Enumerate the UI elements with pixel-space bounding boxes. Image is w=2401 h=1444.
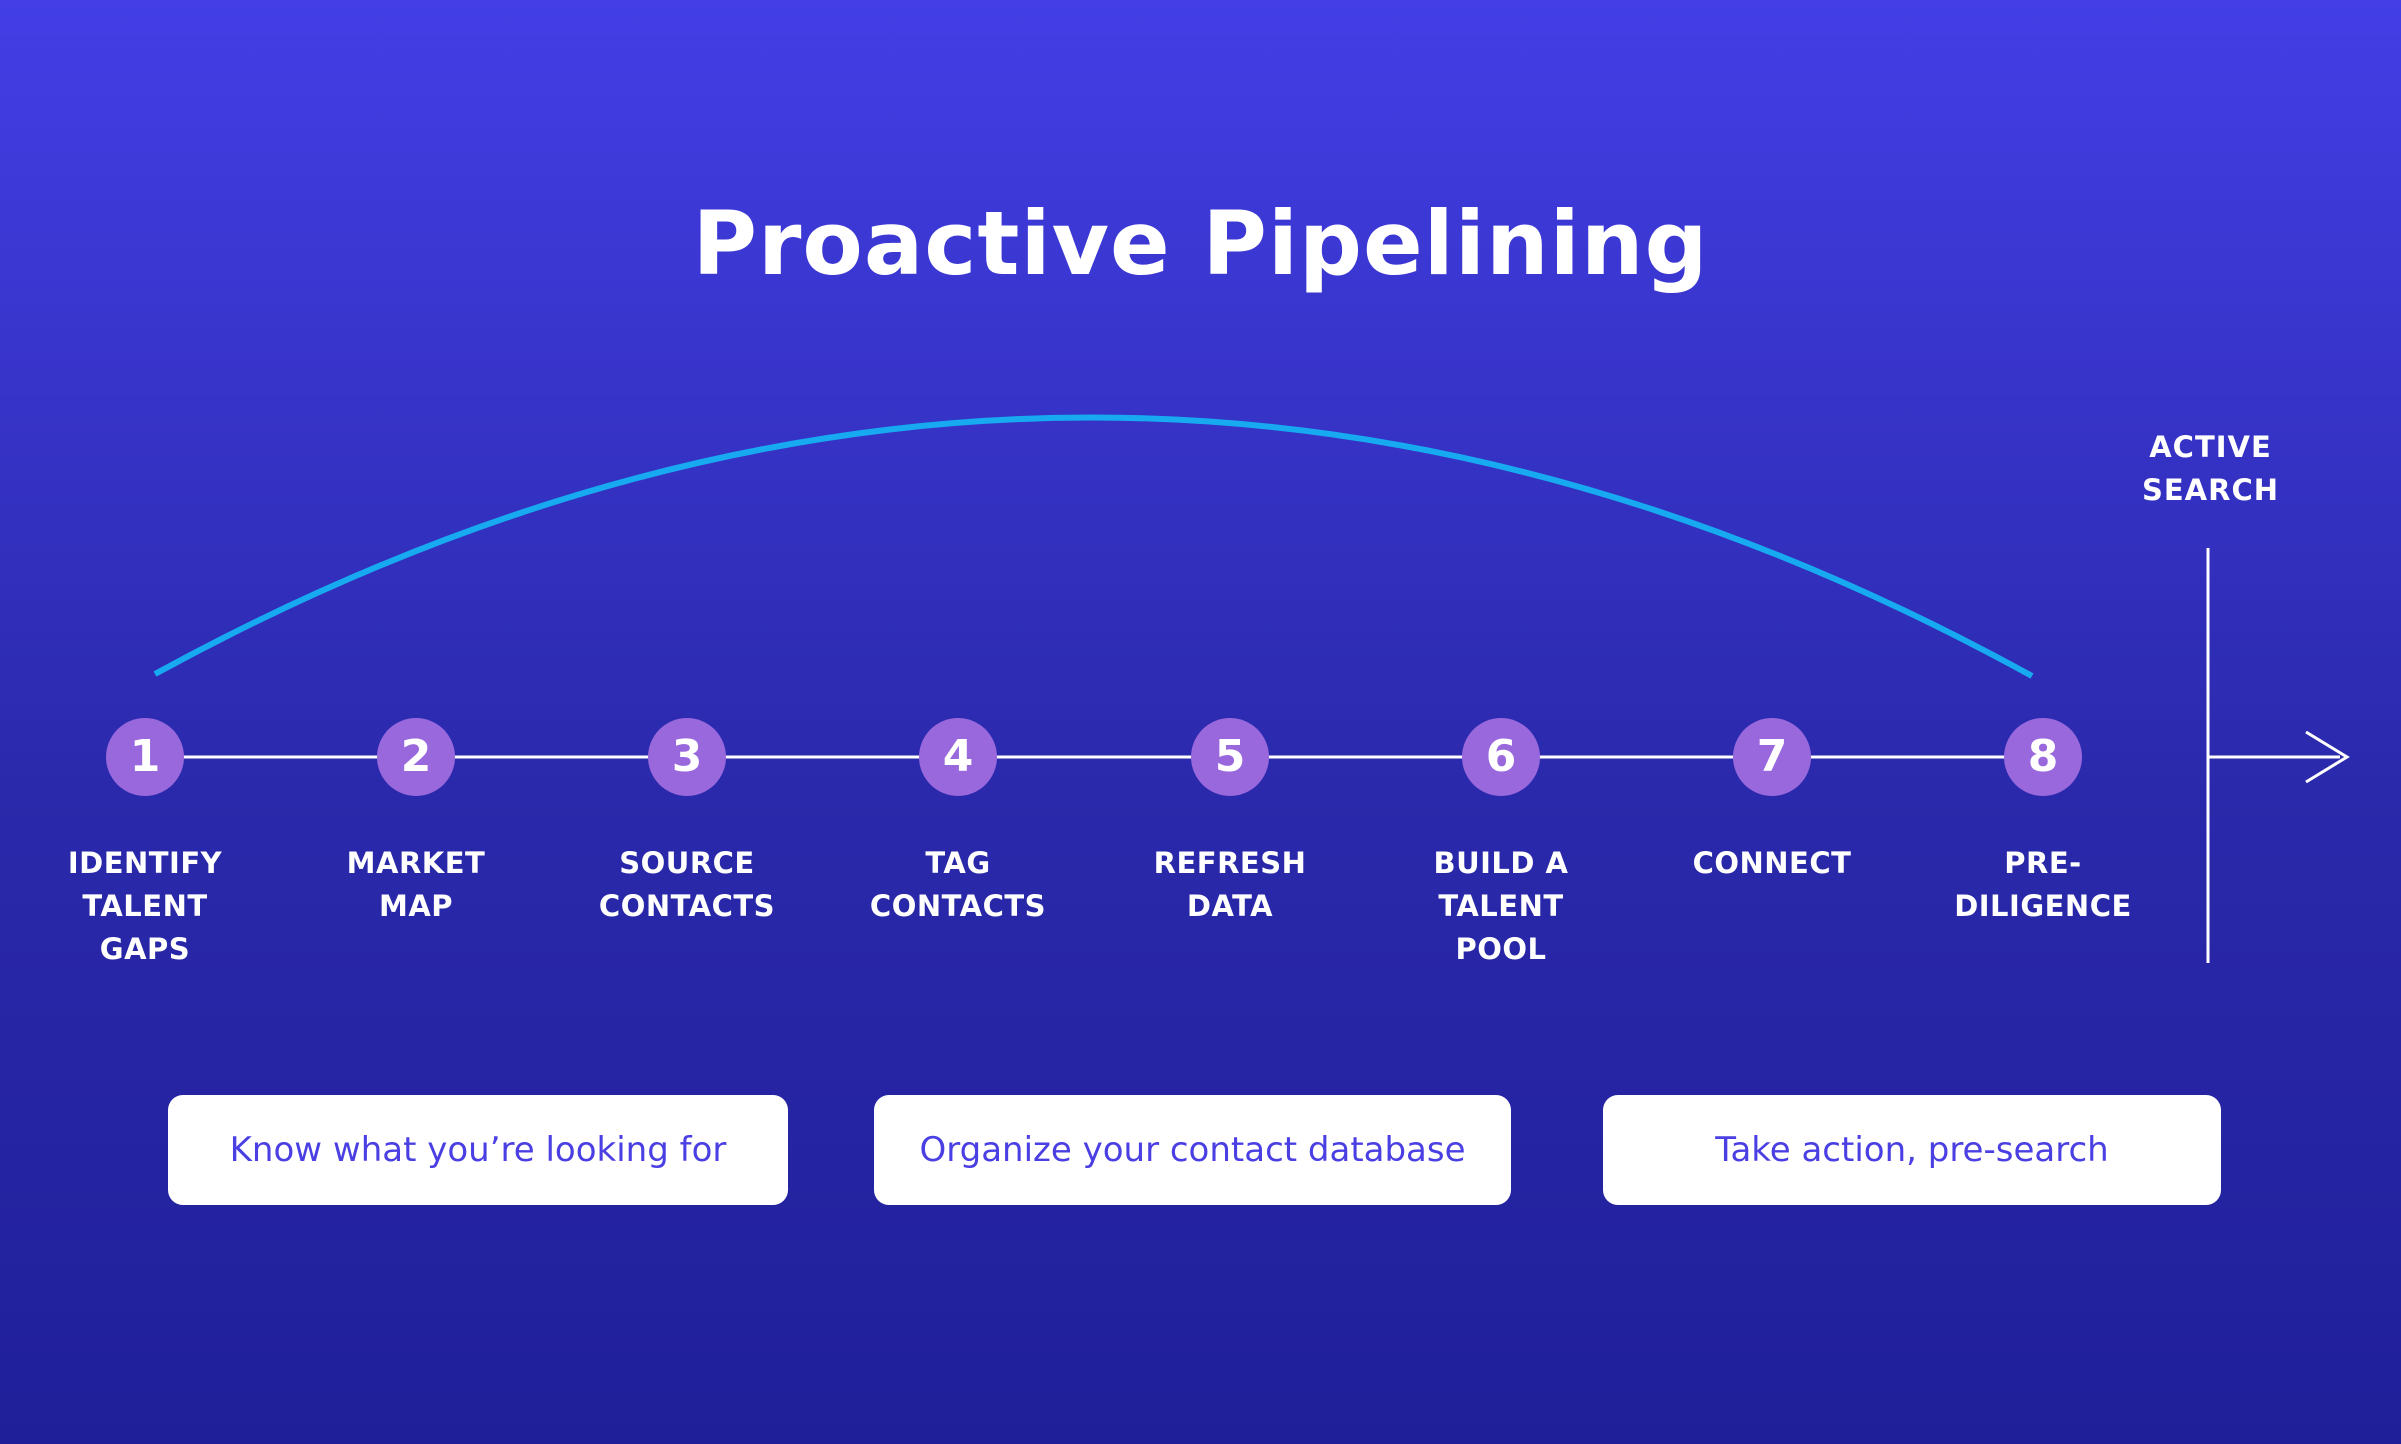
step-1-circle: 1 <box>106 718 184 796</box>
step-4: 4 TAG CONTACTS <box>838 718 1078 928</box>
step-3-circle: 3 <box>648 718 726 796</box>
step-3-label: SOURCE CONTACTS <box>598 846 776 923</box>
phase-box-organize-your-contact-database: Organize your contact database <box>874 1095 1511 1205</box>
step-7-circle: 7 <box>1733 718 1811 796</box>
step-8-label: PRE- DILIGENCE <box>1954 846 2132 923</box>
phase-box-know-what-youre-looking-for: Know what you’re looking for <box>168 1095 788 1205</box>
step-2-label: MARKET MAP <box>346 846 486 923</box>
step-5-circle: 5 <box>1191 718 1269 796</box>
step-2: 2 MARKET MAP <box>296 718 536 928</box>
step-4-number: 4 <box>942 731 974 782</box>
step-6-number: 6 <box>1485 731 1517 782</box>
step-4-label: TAG CONTACTS <box>869 846 1047 923</box>
phase-2-label: Organize your contact database <box>919 1130 1466 1170</box>
phase-1-label: Know what you’re looking for <box>229 1130 727 1170</box>
step-6-label: BUILD A TALENT POOL <box>1433 846 1569 966</box>
step-8: 8 PRE- DILIGENCE <box>1923 718 2163 928</box>
step-7: 7 CONNECT <box>1652 718 1892 885</box>
step-1-label: IDENTIFY TALENT GAPS <box>67 846 223 966</box>
step-3-number: 3 <box>671 731 703 782</box>
step-3: 3 SOURCE CONTACTS <box>567 718 807 928</box>
step-1-number: 1 <box>129 731 161 782</box>
step-5-number: 5 <box>1214 731 1246 782</box>
page-title: Proactive Pipelining <box>692 192 1709 295</box>
step-5-label: REFRESH DATA <box>1153 846 1307 923</box>
step-7-label: CONNECT <box>1692 846 1852 880</box>
step-7-number: 7 <box>1756 731 1788 782</box>
active-search-label: ACTIVE SEARCH <box>2141 430 2280 507</box>
step-1: 1 IDENTIFY TALENT GAPS <box>25 718 265 971</box>
step-2-circle: 2 <box>377 718 455 796</box>
forward-arrow-head-icon <box>2305 730 2350 784</box>
phase-3-label: Take action, pre-search <box>1715 1130 2109 1170</box>
step-6: 6 BUILD A TALENT POOL <box>1381 718 1621 971</box>
step-4-circle: 4 <box>919 718 997 796</box>
step-5: 5 REFRESH DATA <box>1110 718 1350 928</box>
step-6-circle: 6 <box>1462 718 1540 796</box>
pipeline-arc-line <box>153 414 2034 679</box>
step-2-number: 2 <box>400 731 432 782</box>
phase-box-take-action-pre-search: Take action, pre-search <box>1603 1095 2221 1205</box>
step-8-number: 8 <box>2027 731 2059 782</box>
step-8-circle: 8 <box>2004 718 2082 796</box>
